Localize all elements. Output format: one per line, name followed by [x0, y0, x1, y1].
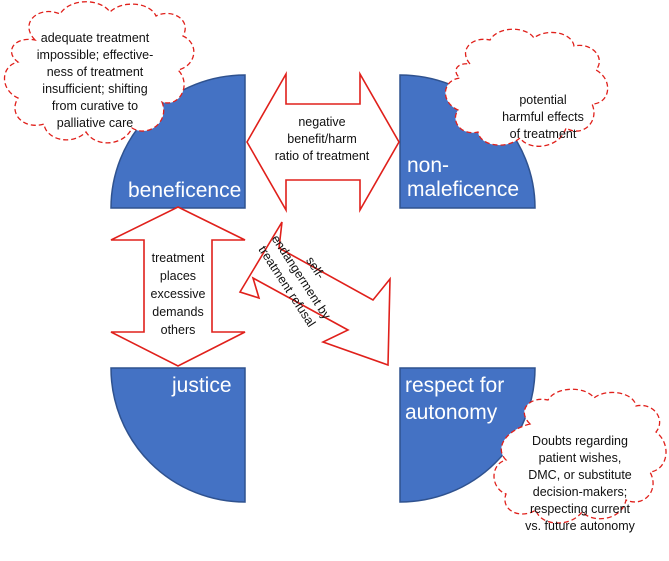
text-line: decision-makers;	[533, 485, 627, 499]
text-line: autonomy	[405, 401, 498, 424]
arrow-beneficence-nonmaleficence	[246, 70, 400, 214]
label-beneficence: beneficence	[128, 179, 241, 202]
text-line: vs. future autonomy	[525, 519, 636, 533]
text-line: impossible; effective-	[37, 48, 154, 62]
text-line: adequate treatment	[41, 31, 150, 45]
text-line: harmful effects	[502, 110, 584, 124]
arrow-beneficence-justice	[110, 206, 246, 367]
cloud-top-left-text: adequate treatment impossible; effective-…	[37, 31, 154, 130]
label-autonomy: respect for autonomy	[405, 374, 504, 424]
cloud-bottom-right-text: Doubts regarding patient wishes, DMC, or s…	[525, 434, 636, 533]
justice-quadrant	[110, 367, 246, 503]
text-line: Doubts regarding	[532, 434, 628, 448]
text-line: places	[160, 269, 196, 283]
text-line: demands	[152, 305, 203, 319]
text-line: benefit/harm	[287, 132, 356, 146]
text-line: maleficence	[407, 178, 519, 201]
text-line: of treatment	[510, 127, 577, 141]
label-justice: justice	[171, 374, 232, 397]
text-line: ratio of treatment	[275, 149, 370, 163]
text-line: insufficient; shifting	[42, 82, 147, 96]
cloud-top-right	[444, 28, 609, 147]
arrow-diagonal-autonomy	[238, 221, 391, 367]
cloud-top-right-text: potential harmful effects of treatment	[502, 93, 584, 141]
cloud-bottom-right	[493, 388, 667, 524]
text-line: negative	[298, 115, 345, 129]
text-line: potential	[519, 93, 566, 107]
label-non-maleficence: non-maleficence	[407, 154, 519, 201]
text-line: ness of treatment	[47, 65, 144, 79]
text-line: others	[161, 323, 196, 337]
text-line: excessive	[151, 287, 206, 301]
autonomy-quadrant	[399, 367, 536, 503]
text-line: palliative care	[57, 116, 133, 130]
arrow-top-text: negative benefit/harm ratio of treatment	[275, 115, 370, 163]
text-line: non-	[407, 154, 449, 177]
text-line: respect for	[405, 374, 504, 397]
text-line: from curative to	[52, 99, 138, 113]
text-line: DMC, or substitute	[528, 468, 632, 482]
text-line: respecting current	[530, 502, 631, 516]
text-line: patient wishes,	[539, 451, 622, 465]
text-line: treatment	[152, 251, 205, 265]
cloud-top-left	[3, 1, 195, 144]
arrow-left-text: treatment places excessive demands others	[151, 251, 206, 337]
